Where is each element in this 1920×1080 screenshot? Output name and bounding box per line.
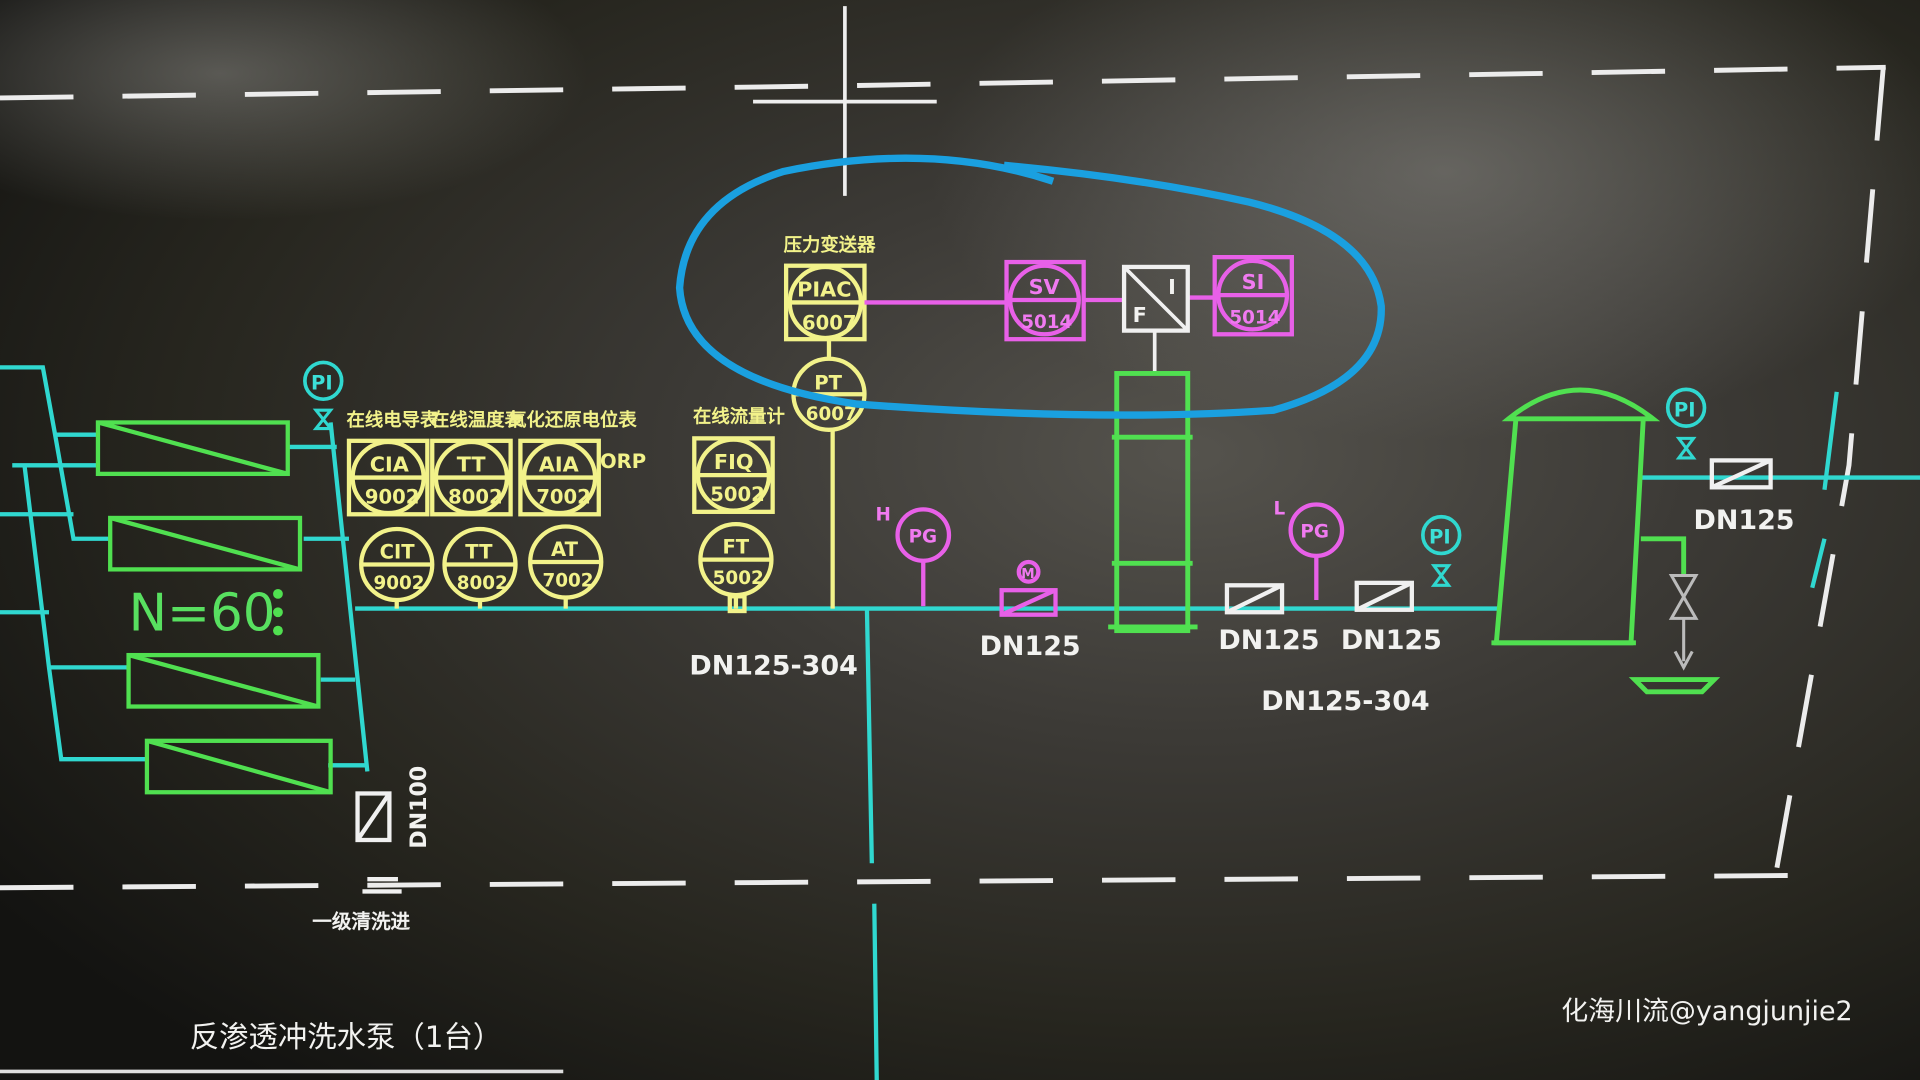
- annotation-circle: [675, 154, 1385, 419]
- inlet-label: 一级清洗进: [312, 910, 410, 933]
- storage-tank: [1491, 387, 1721, 695]
- ellipsis-dots: [273, 588, 283, 636]
- pipe-label-valve2: DN125: [1218, 625, 1319, 656]
- svg-text:PT: PT: [814, 371, 842, 394]
- instrument-tt-8002: TT 8002: [448, 452, 503, 508]
- field-at-7002: AT 7002: [542, 538, 593, 592]
- pressure-gauge-low: PG L: [1273, 498, 1328, 542]
- label-temperature: 在线温度表: [431, 409, 523, 431]
- pipe-label-drain: DN100: [407, 766, 432, 849]
- motor-valve-icon: M: [1021, 567, 1034, 582]
- instrument-fiq-5002: FIQ 5002: [710, 450, 764, 506]
- label-conductivity: 在线电导表: [347, 409, 439, 431]
- svg-text:5002: 5002: [710, 483, 764, 506]
- watermark: 化海川流@yangjunjie2: [1561, 996, 1852, 1027]
- filter-column: [1108, 371, 1198, 634]
- instrument-sv-5014: SV 5014: [1021, 275, 1072, 333]
- svg-text:FIQ: FIQ: [714, 450, 754, 474]
- label-flowmeter: 在线流量计: [693, 405, 785, 427]
- svg-text:6007: 6007: [802, 311, 856, 334]
- pressure-indicator-right: PI: [1665, 387, 1707, 460]
- converter-f-i: F I: [1133, 275, 1176, 327]
- svg-text:SI: SI: [1242, 270, 1265, 294]
- svg-text:AT: AT: [551, 538, 579, 561]
- svg-text:8002: 8002: [457, 573, 508, 594]
- pipe-label-main-right: DN125-304: [1261, 686, 1429, 717]
- label-orp: ORP: [600, 450, 646, 473]
- pipe-label-right-outlet: DN125: [1693, 505, 1794, 536]
- svg-text:F: F: [1133, 303, 1147, 327]
- instrument-aia-7002: AIA 7002: [536, 452, 591, 508]
- svg-text:5002: 5002: [713, 568, 764, 589]
- instrument-bubbles: [346, 263, 867, 614]
- svg-text:TT: TT: [457, 452, 487, 476]
- svg-text:PIAC: PIAC: [797, 277, 851, 301]
- svg-text:SV: SV: [1029, 275, 1060, 299]
- pipe-label-valve1: DN125: [980, 631, 1081, 662]
- svg-text:PI: PI: [1674, 398, 1696, 421]
- instrument-si-5014: SI 5014: [1229, 270, 1280, 328]
- field-pt-6007: PT 6007: [806, 371, 857, 425]
- field-tt-8002: TT 8002: [457, 540, 508, 594]
- instrument-piac-6007: PIAC 6007: [797, 277, 856, 334]
- field-ft-5002: FT 5002: [713, 535, 764, 589]
- pressure-indicator-mid: PI: [1421, 514, 1462, 587]
- pipe-label-valve3: DN125: [1341, 625, 1442, 656]
- svg-text:8002: 8002: [448, 485, 503, 508]
- svg-text:I: I: [1168, 275, 1176, 299]
- svg-text:7002: 7002: [536, 485, 591, 508]
- svg-text:PG: PG: [1300, 522, 1329, 543]
- dashed-border: [0, 64, 1886, 891]
- label-pressure-transmitter: 压力变送器: [784, 234, 876, 256]
- pump-title: 反渗透冲洗水泵（1台）: [190, 1020, 502, 1054]
- svg-text:CIT: CIT: [380, 540, 416, 563]
- svg-text:L: L: [1273, 498, 1285, 519]
- instrument-cia-9002: CIA 9002: [365, 452, 420, 508]
- pressure-indicator-left: PI: [303, 360, 344, 431]
- label-orp-meter: 氧化还原电位表: [507, 409, 637, 431]
- svg-text:PI: PI: [311, 371, 333, 394]
- pipe-label-main-left: DN125-304: [689, 651, 857, 682]
- svg-text:7002: 7002: [542, 571, 593, 592]
- svg-text:5014: 5014: [1229, 307, 1280, 328]
- screen-glare-left: [0, 0, 588, 221]
- control-chain: [864, 255, 1345, 617]
- svg-text:5014: 5014: [1021, 312, 1072, 333]
- svg-text:9002: 9002: [365, 485, 420, 508]
- svg-text:FT: FT: [722, 535, 749, 558]
- svg-text:6007: 6007: [806, 404, 857, 425]
- svg-text:CIA: CIA: [370, 452, 409, 476]
- drain-valve: [1668, 573, 1699, 671]
- converter-diagonal: [1122, 265, 1190, 374]
- membrane-count: N=60: [129, 584, 276, 644]
- svg-text:9002: 9002: [373, 573, 424, 594]
- pressure-gauge-high: PG H: [876, 504, 938, 547]
- process-pipes: [0, 365, 1920, 1080]
- svg-text:PG: PG: [909, 526, 938, 547]
- svg-text:TT: TT: [465, 540, 493, 563]
- ro-membranes: [95, 420, 333, 795]
- check-valves: [355, 458, 1773, 894]
- svg-text:H: H: [876, 504, 891, 525]
- svg-text:PI: PI: [1429, 526, 1451, 549]
- field-cit-9002: CIT 9002: [373, 540, 424, 594]
- svg-text:AIA: AIA: [539, 452, 579, 476]
